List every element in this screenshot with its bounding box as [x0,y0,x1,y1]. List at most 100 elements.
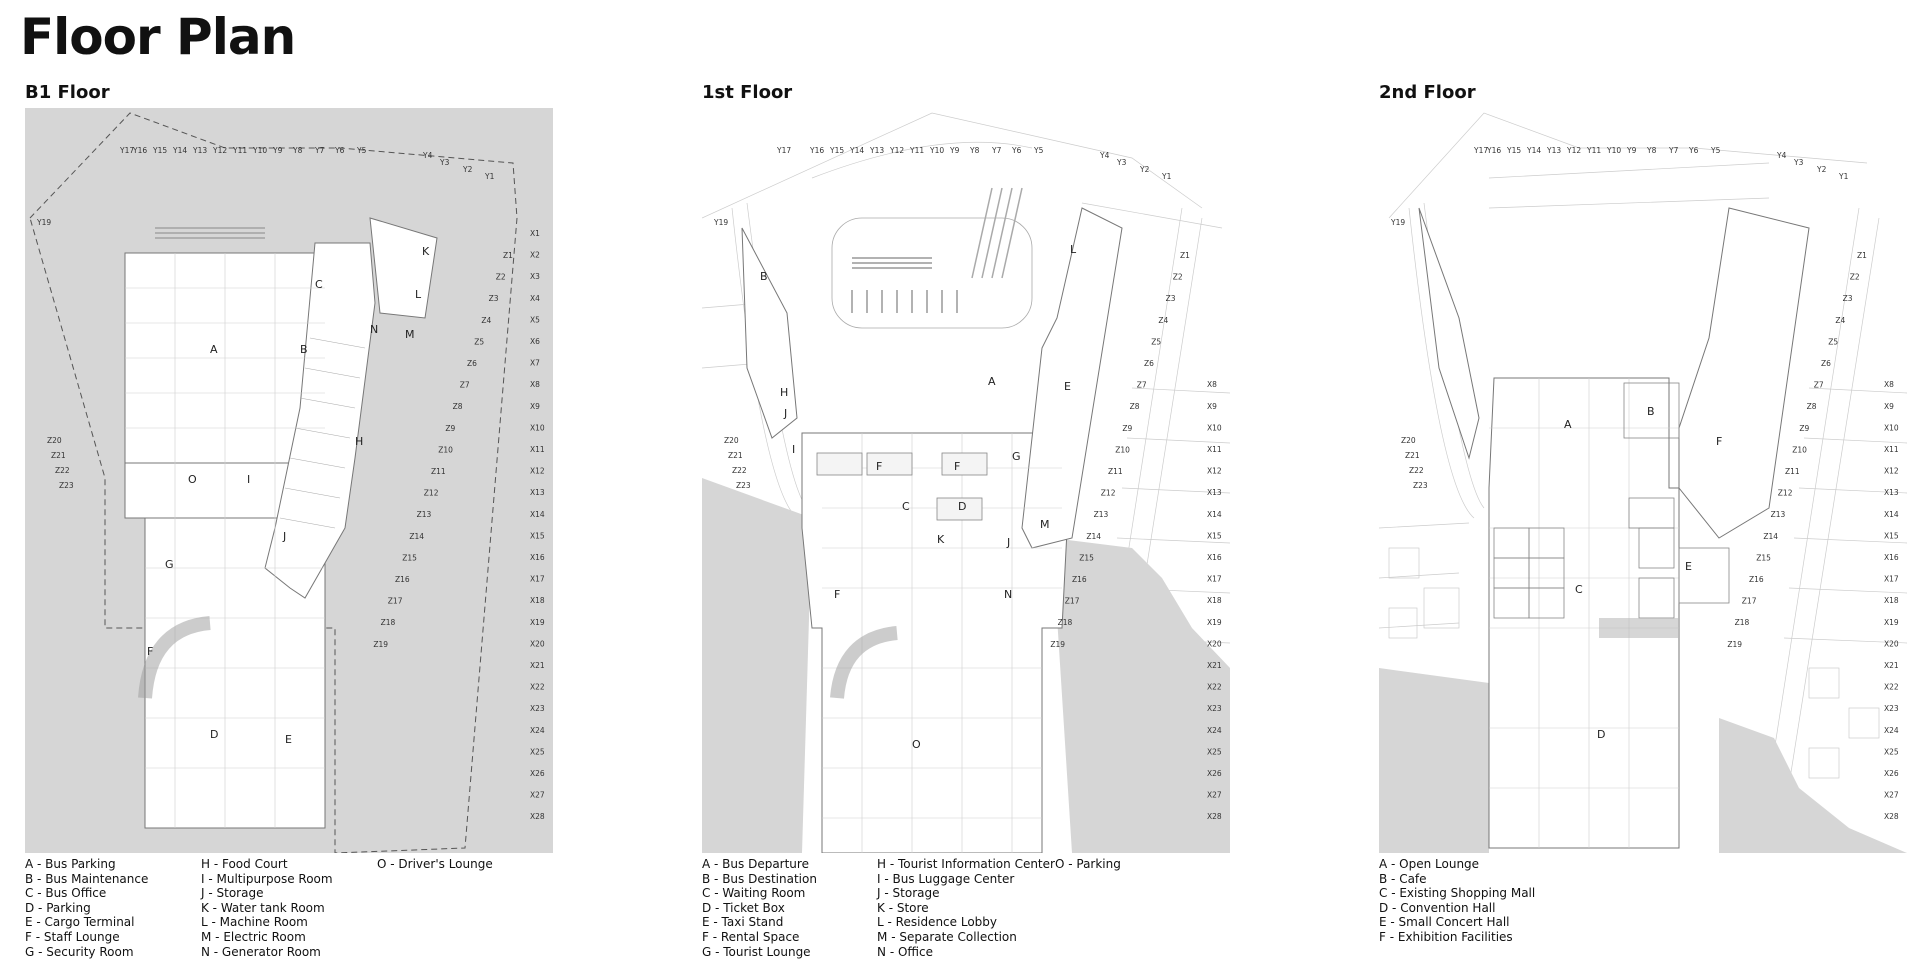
b1-legend-col-3: O - Driver's Lounge [377,857,553,959]
grid-label: X1 [530,229,540,238]
grid-label: Z10 [1792,445,1807,454]
first-floor-title: 1st Floor [702,82,793,103]
grid-label: Z8 [1130,402,1140,411]
second-floor-title: 2nd Floor [1379,82,1476,103]
grid-label: Z23 [59,481,74,490]
grid-label: X24 [530,726,545,735]
f2-x-labels: X8X9X10X11X12X13X14X15X16X17X18X19X20X21… [1884,380,1899,821]
grid-label: Y15 [829,146,844,155]
b1-x-labels: X1X2X3X4X5X6X7X8X9X10X11X12X13X14X15X16X… [530,229,545,821]
grid-label: Z22 [732,466,747,475]
grid-label: Z5 [474,337,484,346]
b1-room-j: J [282,530,286,543]
grid-label: Z21 [51,451,66,460]
grid-label: Z3 [1843,294,1853,303]
grid-label: X19 [1884,618,1899,627]
grid-label: X25 [1207,747,1222,756]
legend-item: M - Electric Room [201,929,306,944]
grid-label: Y19 [713,218,728,227]
b1-room-k: K [422,245,430,258]
grid-label: Z1 [503,251,513,260]
grid-label: X20 [1884,639,1899,648]
grid-label: Z18 [1735,618,1750,627]
grid-label: Z6 [1821,359,1831,368]
grid-label: Z4 [1158,316,1168,325]
f1-room-f3: F [834,588,840,601]
grid-label: Z20 [47,436,62,445]
legend-item: O - Driver's Lounge [377,857,493,871]
grid-label: Y9 [949,146,960,155]
grid-label: X9 [530,402,540,411]
b1-room-d: D [210,728,218,741]
grid-label: Z19 [373,640,388,649]
legend-item: D - Ticket Box [702,900,785,915]
grid-label: Z13 [1771,510,1786,519]
grid-label: Z11 [1108,467,1123,476]
grid-label: Y4 [1776,151,1787,160]
f1-room-o: O [912,738,921,751]
grid-label: Z16 [1749,575,1764,584]
grid-label: X11 [1884,445,1899,454]
b1-grid-labels: Y17 Y16 Y15 Y14 Y13 Y12 Y11 Y10 Y9 Y8 Y7… [36,146,495,227]
grid-label: Z17 [1065,597,1080,606]
grid-label: Y7 [1668,146,1679,155]
grid-label: X3 [530,272,540,281]
f2-room-f: F [1716,435,1722,448]
grid-label: Y13 [1546,146,1561,155]
grid-label: Z17 [388,597,403,606]
grid-label: Z12 [1778,489,1793,498]
grid-label: X15 [530,531,545,540]
f1-room-i: I [792,443,795,456]
grid-label: Z4 [1835,316,1845,325]
grid-label: X19 [530,618,545,627]
legend-item: F - Exhibition Facilities [1379,929,1513,944]
legend-item: J - Storage [201,886,264,901]
grid-label: Y17 [119,146,134,155]
grid-label: X23 [1207,704,1222,713]
f1-legend-col-3: O - Parking [1055,857,1230,959]
grid-label: X18 [1207,596,1222,605]
b1-room-o: O [188,473,197,486]
grid-label: Z3 [1166,294,1176,303]
grid-label: Y10 [252,146,267,155]
grid-label: X8 [1884,380,1894,389]
grid-label: Z1 [1180,251,1190,260]
b1-floor-plan: A B C D E F G H I J K L M N O Y17 Y16 Y1… [25,108,553,853]
grid-label: X14 [1884,510,1899,519]
grid-label: X12 [530,467,545,476]
grid-label: X21 [1884,661,1899,670]
grid-label: Y15 [152,146,167,155]
legend-item: B - Bus Maintenance [25,871,149,886]
grid-label: X26 [1207,769,1222,778]
grid-label: Y3 [439,158,450,167]
legend-item: F - Rental Space [702,929,800,944]
f1-room-d: D [958,500,966,513]
grid-label: Y17 [776,146,791,155]
grid-label: Y16 [1486,146,1501,155]
grid-label: X4 [530,294,540,303]
grid-label: X27 [530,791,545,800]
grid-label: Y11 [1586,146,1601,155]
f1-room-b: B [760,270,768,283]
b1-room-m: M [405,328,415,341]
legend-item: M - Separate Collection [877,929,1017,944]
grid-label: X14 [530,510,545,519]
f1-room-j2: J [1006,536,1010,549]
grid-label: Y2 [1816,165,1827,174]
grid-label: X8 [1207,380,1217,389]
grid-label: Z21 [1405,451,1420,460]
grid-label: Z11 [431,467,446,476]
grid-label: X10 [1207,423,1222,432]
grid-label: Z18 [381,618,396,627]
page-title: Floor Plan [20,8,296,66]
grid-label: Z14 [1763,532,1778,541]
f2-grid-labels: Y17 Y16 Y15 Y14 Y13 Y12 Y11 Y10 Y9 Y8 Y7… [1390,146,1849,227]
grid-label: Y13 [869,146,884,155]
grid-label: X22 [530,683,545,692]
grid-label: Z17 [1742,597,1757,606]
grid-label: Y1 [1161,172,1172,181]
f1-grid-labels: Y17 Y16 Y15 Y14 Y13 Y12 Y11 Y10 Y9 Y8 Y7… [713,146,1172,227]
grid-label: X17 [1884,575,1899,584]
